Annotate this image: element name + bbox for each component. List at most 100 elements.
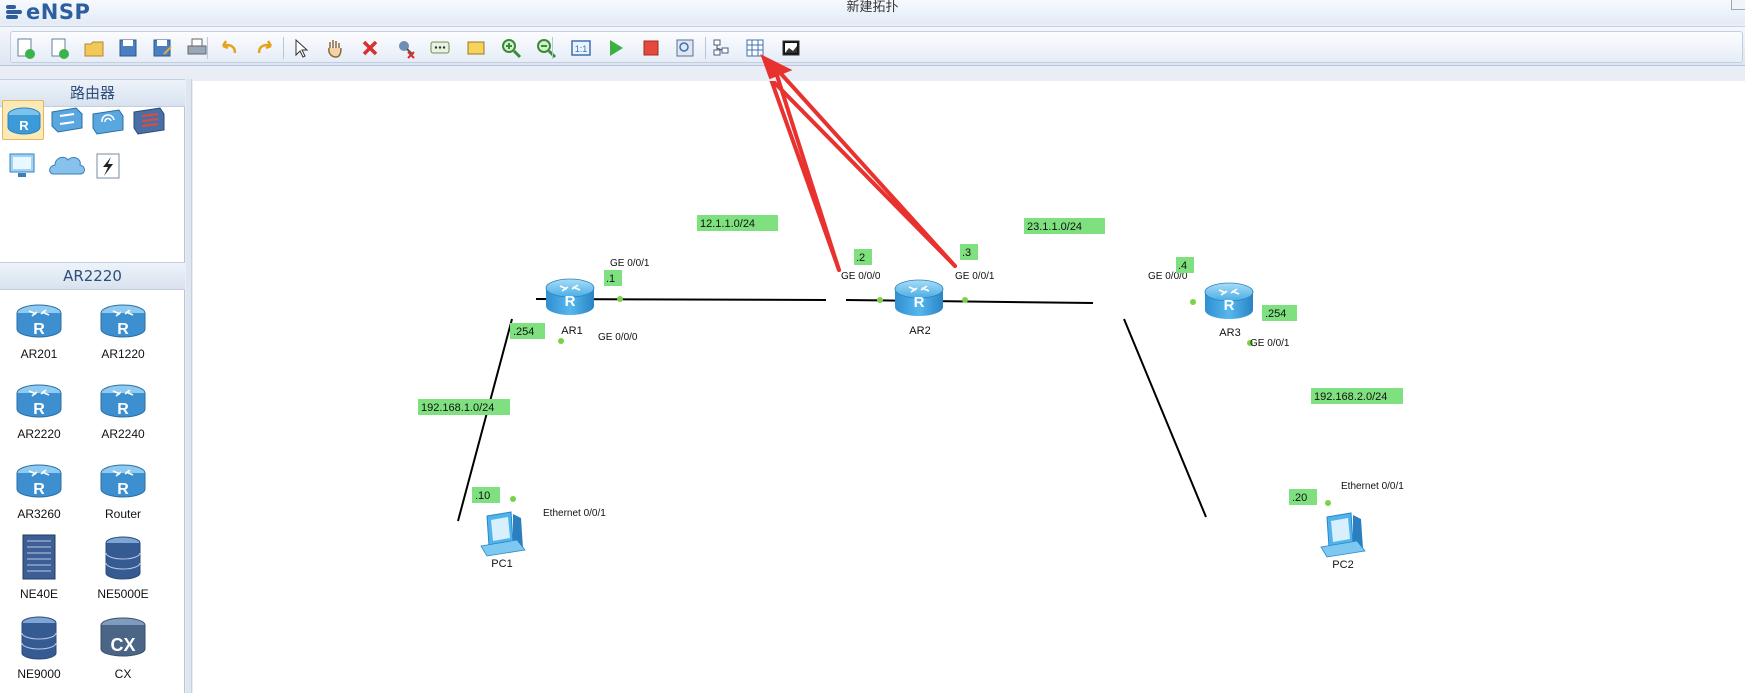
device-name-ar1: AR1 (561, 325, 582, 337)
stop-device-icon[interactable] (639, 36, 663, 60)
screenshot-icon[interactable] (779, 36, 803, 60)
svg-text:CX: CX (110, 635, 135, 655)
add-text-icon[interactable] (428, 36, 452, 60)
zoom-in-icon[interactable] (499, 36, 523, 60)
device-label: AR201 (20, 347, 58, 361)
ip-ar3-g1: .254 (1265, 308, 1286, 320)
iface-ar2-ge000: GE 0/0/0 (841, 271, 881, 282)
device-ne40e[interactable]: NE40E (0, 531, 79, 609)
device-router[interactable]: R Router (83, 451, 163, 529)
device-ar2240[interactable]: R AR2240 (83, 371, 163, 449)
chassis-icon (22, 534, 56, 580)
connection-category-icon[interactable] (87, 146, 129, 186)
tag-bg (1289, 489, 1317, 505)
topology-canvas[interactable]: R (193, 67, 1745, 693)
device-label: AR2240 (101, 427, 145, 441)
capture-icon[interactable] (673, 36, 697, 60)
tag-bg (1311, 388, 1403, 404)
pc-pc1 (480, 511, 526, 557)
cx-icon: CX (100, 617, 146, 657)
fit-view-icon[interactable]: 1:1 (569, 36, 593, 60)
new-topology-icon[interactable] (13, 36, 37, 60)
zoom-out-icon[interactable] (534, 36, 558, 60)
tag-bg (418, 399, 510, 415)
wireless-category-icon[interactable] (87, 100, 129, 140)
router-icon: R (100, 384, 146, 418)
app-logo: eNSP (6, 0, 90, 24)
device-label: NE5000E (97, 587, 149, 601)
save-icon[interactable] (116, 36, 140, 60)
select-pointer-icon[interactable] (288, 36, 312, 60)
svg-text:1:1: 1:1 (575, 44, 588, 54)
window-control-button[interactable] (1731, 0, 1745, 10)
stack-icon (21, 616, 57, 660)
canvas-splitter[interactable] (186, 79, 192, 693)
print-icon[interactable] (185, 36, 209, 60)
svg-text:R: R (117, 401, 129, 418)
device-name-ar2: AR2 (909, 325, 930, 337)
router-icon: R (16, 304, 62, 338)
device-label: CX (114, 667, 132, 681)
svg-text:R: R (33, 481, 45, 498)
device-ne5000e[interactable]: NE5000E (83, 531, 163, 609)
toolbar-separator (705, 37, 706, 59)
iface-ar1-ge001: GE 0/0/1 (610, 258, 650, 269)
device-ar201[interactable]: R AR201 (0, 291, 79, 369)
iface-ar2-ge001: GE 0/0/1 (955, 271, 995, 282)
start-device-icon[interactable] (603, 36, 627, 60)
device-label: AR3260 (17, 507, 61, 521)
iface-pc1-eth: Ethernet 0/0/1 (543, 508, 606, 519)
cloud-category-icon[interactable] (46, 146, 88, 186)
delete-icon[interactable] (358, 36, 382, 60)
window-title: 新建拓扑 (846, 0, 899, 15)
firewall-category-icon[interactable] (128, 100, 170, 140)
router-category-icon[interactable]: R (2, 100, 44, 140)
link-ar1-pc1 (457, 318, 513, 522)
device-name-pc1: PC1 (491, 558, 512, 570)
undo-icon[interactable] (217, 36, 241, 60)
ip-ar3-g0: .4 (1178, 260, 1187, 272)
ip-pc1: .10 (475, 490, 490, 502)
delete-connection-icon[interactable] (394, 36, 418, 60)
tag-bg (1176, 257, 1194, 273)
add-shape-icon[interactable] (464, 36, 488, 60)
tag-bg (472, 487, 500, 503)
new-lab-icon[interactable] (47, 36, 71, 60)
topology-view-icon[interactable] (709, 36, 733, 60)
port-dots (510, 296, 1331, 506)
toolbar-strip: 1:1 (10, 31, 1743, 63)
device-cx[interactable]: CX CX (83, 611, 163, 689)
table-icon[interactable] (743, 36, 767, 60)
iface-ar1-ge000: GE 0/0/0 (598, 332, 638, 343)
link-ar3-pc2 (1123, 318, 1207, 518)
open-icon[interactable] (82, 36, 106, 60)
pc-category-icon[interactable] (2, 146, 44, 186)
title-bar: eNSP 新建拓扑 (0, 0, 1745, 24)
ensp-logo-icon (6, 3, 22, 21)
device-label: Router (104, 507, 142, 521)
tag-bg (604, 270, 622, 286)
hand-drag-icon[interactable] (323, 36, 347, 60)
device-ar3260[interactable]: R AR3260 (0, 451, 79, 529)
router-icon: R (100, 464, 146, 498)
router-ar3 (1204, 282, 1254, 320)
tag-bg (960, 244, 978, 260)
save-as-icon[interactable] (150, 36, 174, 60)
pc-pc2 (1320, 512, 1366, 558)
iface-ar3-ge000: GE 0/0/0 (1148, 271, 1188, 282)
toolbar-separator (207, 37, 208, 59)
svg-text:R: R (19, 118, 29, 133)
ip-ar1-g1: .1 (606, 273, 615, 285)
device-ne9000[interactable]: NE9000 (0, 611, 79, 689)
device-name-pc2: PC2 (1332, 559, 1353, 571)
router-ar1 (545, 278, 595, 316)
switch-category-icon[interactable] (46, 100, 88, 140)
router-icon: R (16, 464, 62, 498)
net-192-168-1-0: 192.168.1.0/24 (421, 402, 494, 414)
redo-icon[interactable] (253, 36, 277, 60)
ip-pc2: .20 (1292, 492, 1307, 504)
svg-text:R: R (33, 321, 45, 338)
